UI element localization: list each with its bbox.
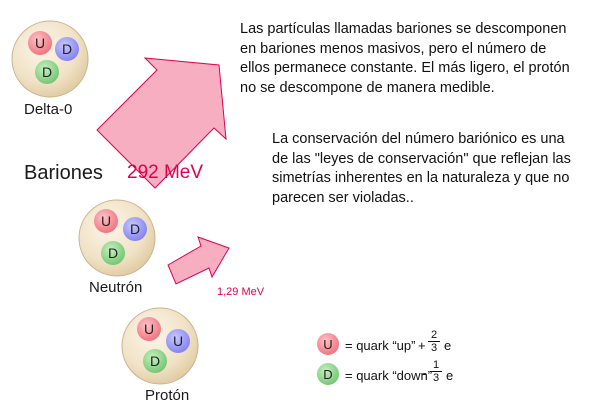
text-baryon-decay: Las partículas llamadas bariones se desc… [240, 20, 570, 98]
charge-numerator: 1 [430, 359, 442, 372]
text-line: La conservación del número bariónico es … [272, 131, 565, 147]
quark-down-icon [143, 349, 167, 373]
legend-down-quark: D [317, 363, 339, 385]
decay-arrow-small [167, 236, 230, 285]
quark-letter: U [323, 337, 332, 352]
quark-letter: D [130, 221, 140, 237]
charge-denominator: 3 [432, 372, 440, 384]
quark-down-icon [55, 37, 79, 61]
particle-label-delta: Delta-0 [24, 101, 73, 118]
particle-proton: U U D [121, 307, 199, 385]
particle-label-proton: Protón [145, 387, 190, 404]
particle-label-neutron: Neutrón [89, 279, 143, 296]
quark-up-icon [166, 329, 190, 353]
legend-down-text: = quark “down” [345, 368, 433, 383]
quark-down-icon [123, 217, 147, 241]
charge-denominator: 3 [430, 342, 438, 354]
energy-label-delta-neutron: 292 MeV [127, 162, 204, 183]
quark-down-icon [317, 363, 339, 385]
group-label: Bariones [24, 162, 103, 184]
quark-letter: D [150, 353, 160, 369]
quark-up-icon [317, 333, 339, 355]
legend-down-charge: 1 3 [430, 359, 442, 384]
charge-numerator: 2 [428, 329, 440, 342]
particle-neutron: U D D [78, 199, 156, 277]
quark-down-icon [101, 241, 125, 265]
legend-down-sign: - [422, 366, 427, 381]
legend-up-charge: 2 3 [428, 329, 440, 354]
decay-arrow-large [96, 57, 227, 189]
energy-label-neutron-proton: 1,29 MeV [217, 286, 265, 298]
text-line: parecen ser violadas.. [272, 189, 414, 206]
legend-up-sign: + [418, 338, 426, 353]
quark-letter: U [173, 333, 183, 349]
text-line: ellos permanece constante. El más ligero… [240, 60, 570, 76]
quark-letter: D [42, 64, 52, 80]
text-line: no se descompone de manera medible. [240, 79, 495, 96]
quark-letter: U [101, 213, 111, 229]
legend-up-unit: e [444, 338, 452, 353]
text-line: de las "leyes de conservación" que refle… [272, 150, 571, 167]
text-conservation-law: La conservación del número bariónico es … [272, 130, 571, 208]
legend-up-quark: U [317, 333, 339, 355]
quark-letter: D [108, 245, 118, 261]
quark-up-icon [137, 317, 161, 341]
quark-letter: U [144, 321, 154, 337]
text-line: en bariones menos masivos, pero el númer… [240, 40, 547, 57]
quark-letter: D [62, 41, 72, 57]
legend-up-text: = quark “up” [345, 338, 416, 353]
quark-letter: U [35, 35, 45, 51]
quark-down-icon [35, 60, 59, 84]
quark-letter: D [323, 367, 332, 382]
quark-up-icon [28, 31, 52, 55]
text-line: simetrías inherentes en la naturaleza y … [272, 170, 570, 186]
legend-down-unit: e [446, 368, 454, 383]
text-line: Las partículas llamadas bariones se desc… [240, 21, 567, 37]
quark-up-icon [94, 209, 118, 233]
particle-delta: U D D [11, 20, 89, 98]
